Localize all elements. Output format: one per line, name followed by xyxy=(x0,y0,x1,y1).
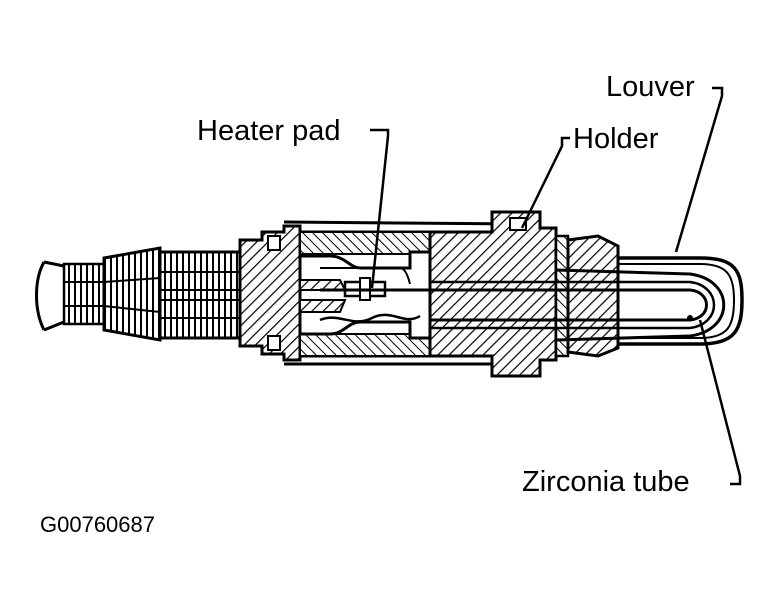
zirconia-tube xyxy=(320,268,726,342)
cable xyxy=(35,246,162,342)
label-holder: Holder xyxy=(573,123,659,155)
holder xyxy=(428,210,620,378)
leader-holder xyxy=(520,136,570,229)
louver xyxy=(618,256,744,346)
figure-code: G00760687 xyxy=(40,512,155,537)
label-louver: Louver xyxy=(606,71,695,103)
rear-housing xyxy=(158,224,302,362)
leader-louver xyxy=(674,86,724,253)
leader-lines xyxy=(370,86,742,486)
label-zirconia-tube: Zirconia tube xyxy=(522,466,690,498)
label-heater-pad: Heater pad xyxy=(197,115,341,147)
leader-zirconia-tube xyxy=(698,319,742,486)
leader-heater-pad xyxy=(370,128,390,289)
